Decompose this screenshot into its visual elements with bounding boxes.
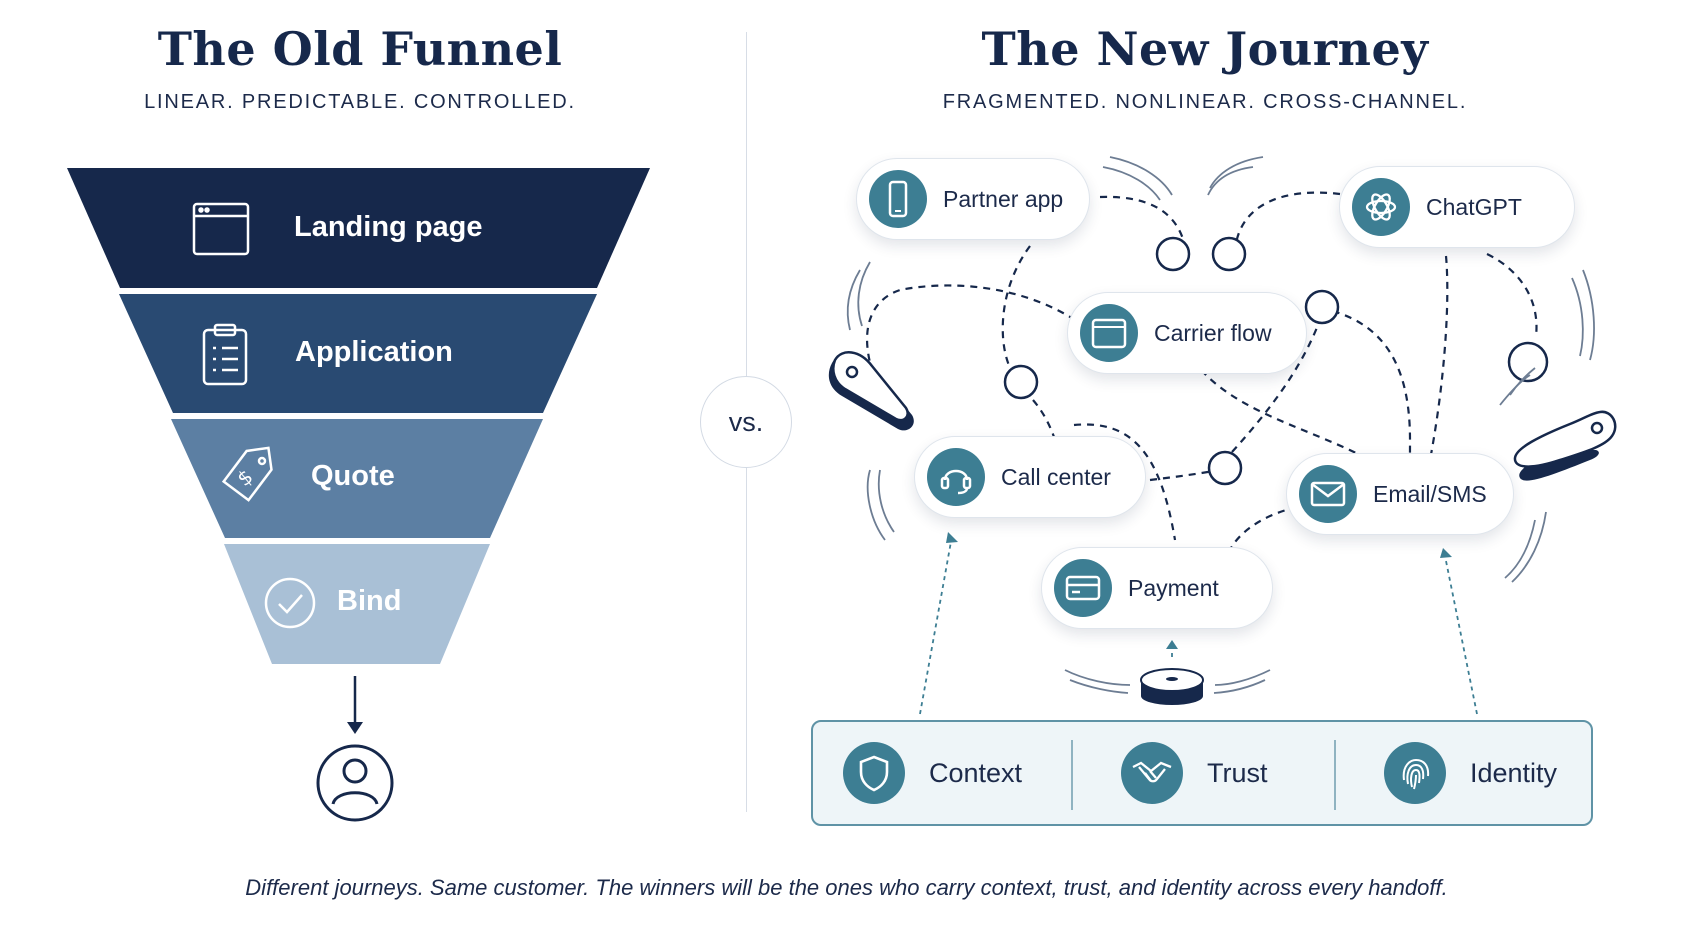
foundation-identity: Identity	[1384, 722, 1557, 824]
browser-window-icon	[1080, 304, 1138, 362]
funnel-band-bind	[224, 544, 490, 664]
foundation-trust: Trust	[1121, 722, 1268, 824]
location-pin-icon	[828, 351, 914, 431]
journey-node-partner-app: Partner app	[856, 158, 1090, 240]
journey-node-label: Call center	[1001, 463, 1111, 490]
credit-card-icon	[1054, 559, 1112, 617]
foundation-bar: Context Trust Identity	[811, 720, 1593, 826]
old-funnel-title: The Old Funnel	[157, 22, 563, 76]
new-journey-subtitle: FRAGMENTED. NONLINEAR. CROSS-CHANNEL.	[942, 91, 1468, 113]
journey-node-label: Carrier flow	[1154, 319, 1272, 346]
headset-icon	[927, 448, 985, 506]
vs-badge: vs.	[700, 376, 792, 468]
clipboard-icon	[202, 323, 248, 386]
check-circle-icon	[264, 577, 316, 629]
old-funnel: $ Landing page Application Quote Bind	[0, 0, 700, 929]
journey-node-call-center: Call center	[914, 436, 1146, 518]
smartphone-icon	[869, 170, 927, 228]
hub-puck-icon	[1140, 668, 1204, 705]
browser-window-icon	[192, 202, 250, 256]
vs-label: vs.	[728, 406, 764, 437]
down-arrow-icon	[347, 676, 363, 734]
fingerprint-icon	[1384, 742, 1446, 804]
funnel-stage-label: Landing page	[294, 211, 483, 243]
journey-node-carrier-flow: Carrier flow	[1067, 292, 1307, 374]
foundation-context: Context	[843, 722, 1022, 824]
chatgpt-logo-icon	[1352, 178, 1410, 236]
journey-node-label: ChatGPT	[1426, 193, 1522, 220]
funnel-shapes: $	[67, 168, 650, 822]
shield-icon	[843, 742, 905, 804]
journey-node-payment: Payment	[1041, 547, 1273, 629]
journey-node-label: Payment	[1128, 574, 1219, 601]
funnel-stage-label: Quote	[311, 460, 395, 492]
envelope-icon	[1299, 465, 1357, 523]
foundation-label: Trust	[1207, 757, 1268, 788]
foundation-label: Context	[929, 757, 1023, 788]
foundation-divider	[1071, 740, 1073, 810]
journey-node-email-sms: Email/SMS	[1286, 453, 1514, 535]
journey-node-chatgpt: ChatGPT	[1339, 166, 1575, 248]
handshake-icon	[1121, 742, 1183, 804]
location-pin-icon	[1513, 410, 1617, 481]
foundation-label: Identity	[1470, 757, 1558, 788]
new-journey-title: The New Journey	[981, 22, 1429, 76]
funnel-stage-label: Bind	[337, 585, 402, 617]
journey-node-label: Email/SMS	[1373, 480, 1487, 507]
funnel-band-landing-page	[67, 168, 650, 288]
funnel-stage-label: Application	[295, 336, 453, 368]
connector-nodes	[1003, 236, 1549, 486]
journey-node-label: Partner app	[943, 185, 1064, 212]
user-icon	[316, 744, 394, 822]
old-funnel-subtitle: LINEAR. PREDICTABLE. CONTROLLED.	[144, 91, 576, 113]
foundation-divider	[1334, 740, 1336, 810]
footer-caption: Different journeys. Same customer. The w…	[245, 875, 1448, 900]
